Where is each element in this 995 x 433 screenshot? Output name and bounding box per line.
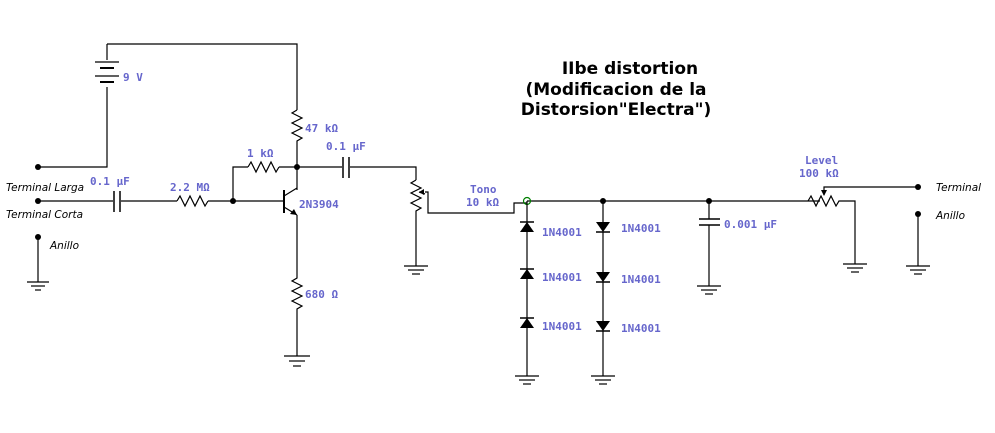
left-diode-1-label: 1N4001: [542, 226, 582, 239]
battery-label: 9 V: [123, 71, 143, 84]
emitter-resistor-label: 680 Ω: [305, 288, 338, 301]
output-capacitor-label: 0.1 µF: [326, 140, 366, 153]
left-diode-2-label: 1N4001: [542, 271, 582, 284]
tone-ground: [404, 265, 428, 275]
transistor-label: 2N3904: [299, 198, 339, 211]
left-diode-3: [520, 317, 534, 328]
feedback-resistor-label: 1 kΩ: [247, 147, 274, 160]
collector-resistor: [290, 109, 304, 190]
input-capacitor-label: 0.1 µF: [90, 175, 130, 188]
collector-resistor-label: 47 kΩ: [305, 122, 338, 135]
input-capacitor: [113, 191, 121, 212]
left-diode-2: [520, 268, 534, 279]
emitter-ground: [284, 355, 310, 367]
right-diode-1: [596, 222, 610, 233]
right-diode-2-label: 1N4001: [621, 273, 661, 286]
level-ground: [843, 263, 867, 273]
feedback-resistor: [247, 160, 280, 174]
left-diode-ground: [515, 375, 539, 385]
level-wiper-wire: [823, 186, 918, 195]
level-wiper-arrow: [821, 190, 827, 196]
filter-capacitor: [699, 218, 720, 226]
right-diode-2: [596, 272, 610, 283]
left-diode-3-label: 1N4001: [542, 320, 582, 333]
left-diode-1: [520, 221, 534, 232]
right-diode-ground: [591, 375, 615, 385]
title-line-1: IIbe distortion: [562, 59, 698, 79]
emitter-resistor: [290, 215, 304, 356]
title-line-3: Distorsion"Electra"): [521, 100, 712, 120]
filter-capacitor-label: 0.001 µF: [724, 218, 777, 231]
tone-potentiometer: [409, 179, 423, 266]
output-tip-label: Terminal: [936, 182, 981, 194]
tone-wiper-wire: [425, 191, 527, 214]
feedback-wire-left: [232, 166, 248, 201]
input-resistor-label: 2.2 MΩ: [170, 181, 210, 194]
level-value-label: 100 kΩ: [799, 167, 839, 180]
input-resistor: [176, 194, 209, 208]
output-capacitor: [342, 157, 350, 178]
level-potentiometer: [807, 194, 856, 264]
terminal-long-label: Terminal Larga: [6, 182, 84, 194]
battery-symbol: [95, 61, 119, 83]
tone-wiper-arrow: [419, 189, 424, 195]
title-line-2: (Modificacion de la: [525, 80, 706, 100]
output-ring-ground: [906, 214, 930, 275]
input-ring-label: Anillo: [49, 240, 79, 252]
right-diode-1-label: 1N4001: [621, 222, 661, 235]
input-ring-ground: [27, 237, 49, 291]
terminal-short-label: Terminal Corta: [6, 209, 83, 221]
supply-wiring: [38, 43, 298, 168]
output-ring-label: Anillo: [935, 210, 965, 222]
level-name-label: Level: [805, 154, 838, 167]
right-diode-3: [596, 321, 610, 332]
transistor-symbol: [283, 187, 298, 216]
cap-to-tone-wire: [350, 166, 417, 180]
tone-value-label: 10 kΩ: [466, 196, 499, 209]
right-diode-3-label: 1N4001: [621, 322, 661, 335]
terminal-long-dot: [35, 164, 41, 170]
tone-name-label: Tono: [470, 183, 497, 196]
filter-cap-ground: [697, 285, 721, 295]
output-tip-dot: [915, 184, 921, 190]
